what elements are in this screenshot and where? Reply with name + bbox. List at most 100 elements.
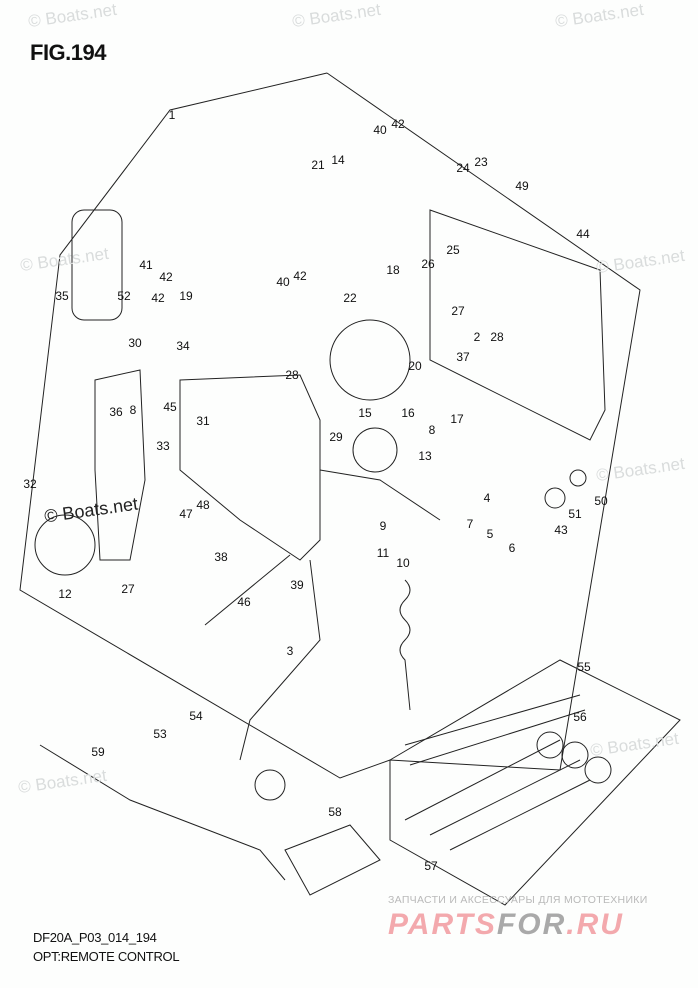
part-callout: 29 xyxy=(329,430,343,444)
part-callout: 30 xyxy=(128,336,142,350)
part-callout: 58 xyxy=(328,805,342,819)
part-callout: 54 xyxy=(189,709,203,723)
part-callout: 41 xyxy=(139,258,153,272)
part-callout: 42 xyxy=(293,269,307,283)
part-callout: 55 xyxy=(577,660,591,674)
part-callout: 18 xyxy=(386,263,400,277)
model-code: DF20A_P03_014_194 xyxy=(33,930,157,945)
roller-56c xyxy=(584,756,612,784)
part-callout: 36 xyxy=(109,405,123,419)
part-callout: 42 xyxy=(159,270,173,284)
knob-handle xyxy=(71,209,123,321)
part-callout: 21 xyxy=(311,158,325,172)
part-callout: 37 xyxy=(456,350,470,364)
part-callout: 22 xyxy=(343,291,357,305)
part-callout: 42 xyxy=(391,117,405,131)
part-callout: 8 xyxy=(129,403,137,417)
part-callout: 32 xyxy=(23,477,37,491)
part-callout: 10 xyxy=(396,556,410,570)
bolt-57c xyxy=(449,779,591,851)
part-callout: 48 xyxy=(196,498,210,512)
bag-58 xyxy=(284,824,381,896)
gear-plate xyxy=(329,319,411,401)
spacer-43 xyxy=(544,487,566,509)
part-callout: 56 xyxy=(573,710,587,724)
part-callout: 14 xyxy=(331,153,345,167)
part-callout: 51 xyxy=(568,507,582,521)
buzzer xyxy=(352,427,398,473)
part-callout: 38 xyxy=(214,550,228,564)
control-housing xyxy=(179,374,321,561)
handle-lever xyxy=(94,369,146,561)
part-callout: 27 xyxy=(451,304,465,318)
bolt-46 xyxy=(204,554,291,626)
part-callout: 7 xyxy=(466,517,474,531)
part-callout: 28 xyxy=(490,330,504,344)
part-callout: 26 xyxy=(421,257,435,271)
logo-part: .RU xyxy=(566,908,624,941)
part-callout: 28 xyxy=(285,368,299,382)
bolt-57b xyxy=(429,759,581,836)
logo-part: PARTS xyxy=(388,908,497,941)
part-callout: 4 xyxy=(483,491,491,505)
part-callout: 53 xyxy=(153,727,167,741)
part-callout: 59 xyxy=(91,745,105,759)
part-callout: 2 xyxy=(473,330,481,344)
part-callout: 45 xyxy=(163,400,177,414)
part-callout: 50 xyxy=(594,494,608,508)
part-callout: 6 xyxy=(508,541,516,555)
part-callout: 49 xyxy=(515,179,529,193)
tie-strap-a xyxy=(404,694,581,746)
part-callout: 16 xyxy=(401,406,415,420)
part-callout: 5 xyxy=(486,527,494,541)
side-plate xyxy=(429,209,606,441)
throttle-cable xyxy=(39,744,286,881)
part-callout: 19 xyxy=(179,289,193,303)
part-callout: 17 xyxy=(450,412,464,426)
figure-title: FIG.194 xyxy=(30,40,106,65)
part-callout: 20 xyxy=(408,359,422,373)
part-callout: 43 xyxy=(554,523,568,537)
part-callout: 44 xyxy=(576,227,590,241)
part-callout: 46 xyxy=(237,595,251,609)
part-callout: 42 xyxy=(151,291,165,305)
part-callout: 31 xyxy=(196,414,210,428)
part-callout: 34 xyxy=(176,339,190,353)
part-callout: 33 xyxy=(156,439,170,453)
part-callout: 12 xyxy=(58,587,72,601)
part-callout: 27 xyxy=(121,582,135,596)
part-callout: 40 xyxy=(276,275,290,289)
roller-56 xyxy=(536,731,564,759)
part-callout: 52 xyxy=(117,289,131,303)
caption: OPT:REMOTE CONTROL xyxy=(33,949,180,964)
part-callout: 15 xyxy=(358,406,372,420)
part-callout: 1 xyxy=(168,108,176,122)
washer-51 xyxy=(569,469,587,487)
part-callout: 40 xyxy=(373,123,387,137)
part-callout: 13 xyxy=(418,449,432,463)
part-callout: 9 xyxy=(379,519,387,533)
assembly-boundary xyxy=(19,72,641,779)
part-callout: 47 xyxy=(179,507,193,521)
part-callout: 8 xyxy=(428,423,436,437)
kit-boundary xyxy=(389,659,681,906)
roller-56b xyxy=(561,741,589,769)
bolt-57a xyxy=(404,739,561,821)
wire-harness xyxy=(239,469,441,761)
part-callout: 11 xyxy=(376,546,390,560)
part-callout: 23 xyxy=(474,155,488,169)
part-callout: 39 xyxy=(290,578,304,592)
part-callout: 35 xyxy=(55,289,69,303)
part-callout: 57 xyxy=(424,859,438,873)
part-callout: 25 xyxy=(446,243,460,257)
logo-part: FOR xyxy=(496,908,567,941)
coil-cord xyxy=(399,579,411,711)
part-callout: 3 xyxy=(286,644,294,658)
connector-53 xyxy=(254,769,286,801)
tie-strap-b xyxy=(409,709,586,766)
part-callout: 24 xyxy=(456,161,470,175)
vendor-tagline: ЗАПЧАСТИ И АКСЕССУАРЫ ДЛЯ МОТОТЕХНИКИ xyxy=(388,894,648,906)
cover-cap xyxy=(34,514,96,576)
